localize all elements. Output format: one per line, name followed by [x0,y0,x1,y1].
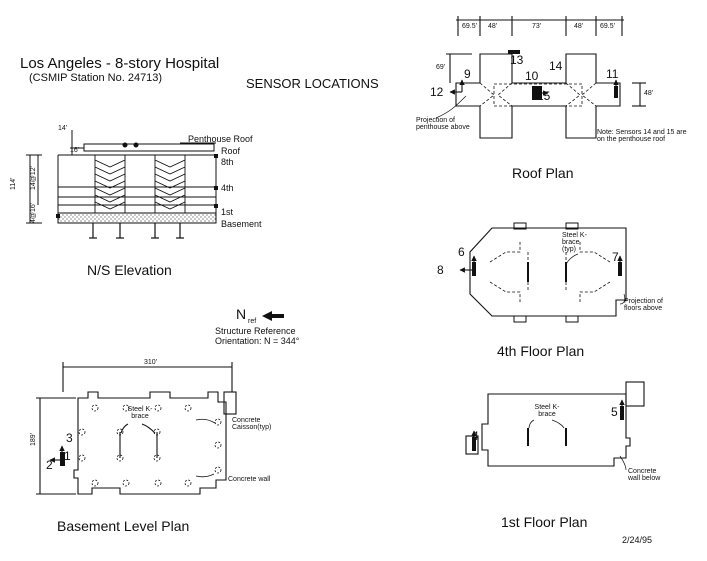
dim-side: 16' [70,147,80,154]
basement-brace-label: Steel K-brace [127,406,153,420]
dim-top: 14' [58,125,68,132]
first-outline [481,393,631,467]
first-brace-label: Steel K-brace [534,404,560,418]
roof-dim-3: 73' [532,23,542,30]
basement-width: 310' [144,359,158,366]
basement-band [57,212,217,224]
sensor-12: 12 [430,85,444,99]
drawing-date: 2/24/95 [622,535,653,545]
north-arrow [262,311,284,321]
basement-drawing [36,362,237,495]
fourth-outline [469,227,627,317]
sensor-10: 10 [525,69,539,83]
basement-caption: Basement Level Plan [57,518,190,534]
label-penthouse-roof: Penthouse Roof [188,134,253,144]
basement-caisson-label: Concrete Caisson(typ) [232,417,272,431]
sensor-8: 8 [437,263,444,277]
sensor-1: 1 [64,449,71,463]
first-wall-label: Concrete wall below [628,468,661,482]
label-1st: 1st [221,207,234,217]
fourth-projection-label: Projection of floors above [624,298,663,312]
north-label: N [236,306,247,322]
sensor-15: 15 [537,89,551,103]
page-title: Los Angeles - 8-story Hospital [20,55,220,72]
roof-outline [455,53,621,139]
roof-dim-left: 69' [436,64,446,71]
basement-outline [73,391,227,495]
station-number: (CSMIP Station No. 24713) [29,72,163,84]
elevation-drawing [26,130,218,239]
dim-upper: 14@12' [30,165,37,190]
orientation-line1: Structure Reference [215,326,296,336]
label-4th: 4th [221,183,234,193]
roof-dim-4: 48' [574,23,584,30]
label-basement: Basement [221,219,262,229]
roof-note: Note: Sensors 14 and 15 are on the penth… [597,129,687,143]
label-roof: Roof [221,146,241,156]
sensor-7: 7 [612,250,619,264]
label-8th: 8th [221,157,234,167]
penthouse-block [83,143,215,152]
first-floor-drawing [465,381,645,471]
roof-caption: Roof Plan [512,165,574,181]
roof-projection-label: Projection of penthouse above [416,117,470,131]
sensor-4: 4 [472,429,479,443]
sensor-locations-heading: SENSOR LOCATIONS [246,76,379,91]
roof-dim-5: 69.5' [600,23,615,30]
sensor-2: 2 [46,458,53,472]
orientation-line2: Orientation: N = 344° [215,336,300,346]
roof-dim-right: 48' [644,90,654,97]
roof-dim-1: 69.5' [462,23,477,30]
sensor-13: 13 [510,53,524,67]
sensor-9: 9 [464,67,471,81]
sensor-3: 3 [66,431,73,445]
sensor-11: 11 [606,67,619,81]
fourth-brace-label: Steel K-brace (typ) [562,232,587,253]
elevation-caption: N/S Elevation [87,262,172,278]
roof-dim-2: 48' [488,23,498,30]
sensor-5: 5 [611,405,618,419]
fourth-floor-drawing [459,222,627,323]
fourth-caption: 4th Floor Plan [497,343,585,359]
north-sub: ref [248,318,257,325]
first-caption: 1st Floor Plan [501,514,588,530]
basement-depth: 189' [30,432,37,446]
sensor-6: 6 [458,245,465,259]
dim-lower: 4@16' [30,202,37,223]
dim-height: 114' [10,177,17,191]
basement-wall-label: Concrete wall [228,476,271,483]
roof-drawing [435,16,646,139]
sensor-14: 14 [549,59,563,73]
